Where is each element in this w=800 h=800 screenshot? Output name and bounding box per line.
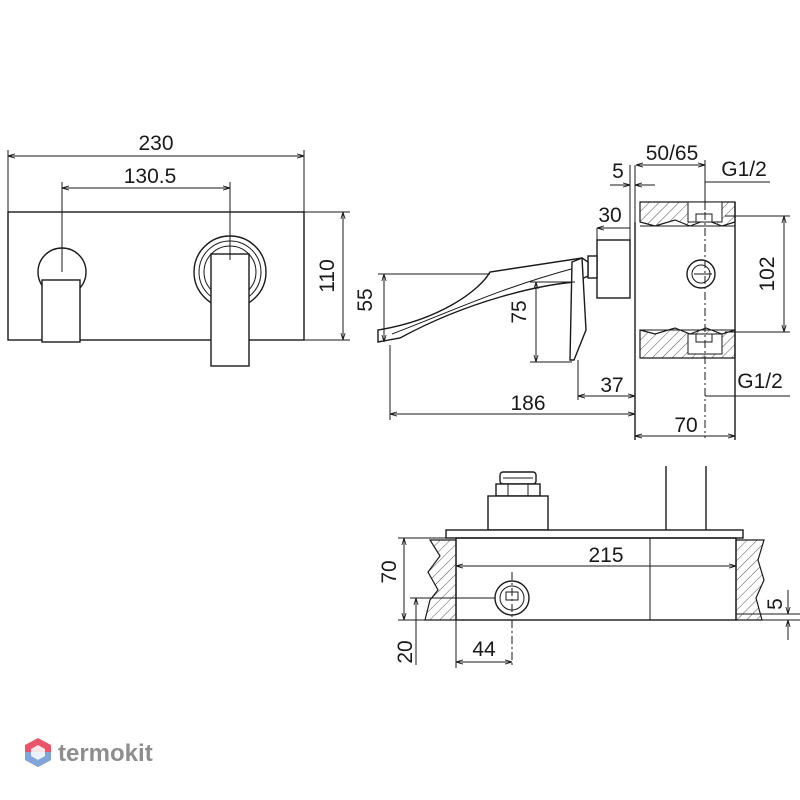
dim-cover: 5 (764, 598, 787, 610)
front-plate (7, 211, 305, 341)
spout (377, 257, 589, 343)
label-inlet-top: G1/2 (721, 158, 767, 181)
dim-outlet-position: 44 (472, 638, 496, 661)
dim-overall-width: 230 (138, 132, 173, 155)
dim-offset-37: 37 (600, 374, 623, 397)
termokit-hexagon-icon (25, 738, 51, 767)
dim-box-depth: 70 (378, 560, 401, 583)
top-view: 215 70 20 44 5 (378, 466, 800, 668)
dim-handle-spacing: 130.5 (124, 165, 177, 188)
dim-wall-depth: 5 (612, 160, 624, 183)
watermark: termokit (25, 738, 153, 767)
dim-spout-55: 55 (354, 288, 377, 311)
dim-box-width: 215 (588, 544, 623, 567)
dim-outlet-offset: 20 (394, 640, 417, 663)
label-inlet-bottom: G1/2 (737, 370, 783, 393)
side-view: 5 50/65 G1/2 30 102 55 75 37 186 (354, 142, 790, 440)
top-handle-body (487, 495, 549, 531)
wall-flange (596, 239, 631, 299)
dim-spout-75: 75 (508, 300, 531, 323)
dim-height-102: 102 (756, 256, 779, 291)
dim-mount-range: 50/65 (646, 142, 699, 165)
dim-body-depth: 70 (674, 414, 697, 437)
dim-projection: 186 (510, 392, 545, 415)
left-handle-lever (41, 279, 81, 343)
cartridge-symbol (686, 259, 716, 289)
front-view: 230 130.5 110 (7, 132, 350, 367)
dim-plate-height: 110 (316, 259, 339, 292)
dim-flange: 30 (598, 204, 621, 227)
right-handle-lever (210, 253, 250, 367)
brand-name: termokit (58, 740, 153, 767)
